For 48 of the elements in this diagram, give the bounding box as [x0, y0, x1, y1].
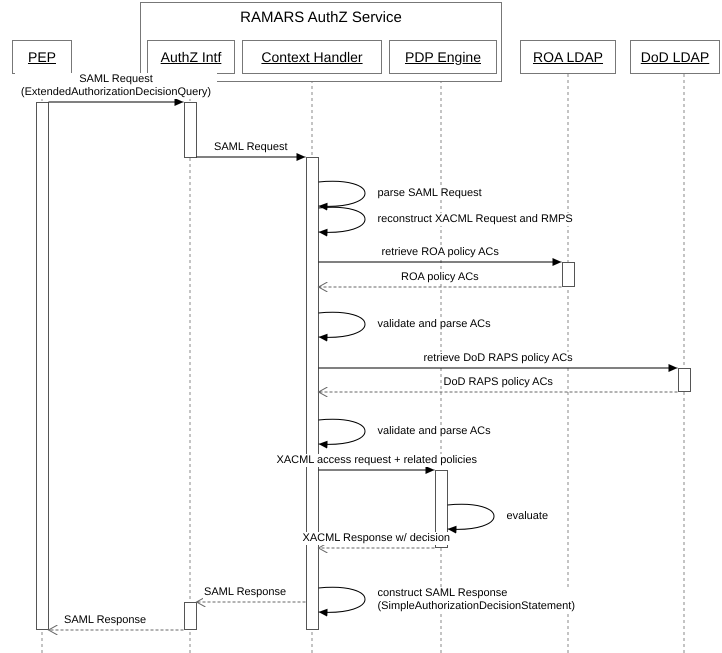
- participant-name: PDP Engine: [404, 48, 482, 67]
- message-arrow: [318, 258, 562, 266]
- return-arrow: [318, 282, 562, 292]
- participant-box: [520, 40, 616, 74]
- message-arrow: [318, 586, 366, 616]
- message-label: SAML Response: [203, 586, 288, 599]
- message-label: DoD RAPS policy ACs: [442, 376, 554, 389]
- message-label: parse SAML Request: [376, 187, 483, 200]
- message-arrow: [318, 206, 366, 236]
- message-label: retrieve ROA policy ACs: [380, 246, 500, 259]
- message-arrow: [318, 312, 366, 342]
- participant-box: [147, 40, 235, 74]
- message-arrow: [48, 98, 184, 106]
- message-label: XACML access request + related policies: [276, 454, 478, 467]
- return-arrow: [318, 542, 435, 554]
- activation-bar: [184, 102, 196, 158]
- message-arrow: [196, 153, 306, 161]
- frame-title: RAMARS AuthZ Service: [239, 9, 403, 26]
- message-label: retrieve DoD RAPS policy ACs: [422, 352, 574, 365]
- message-label: SAML Response: [63, 614, 148, 627]
- message-arrow: [318, 418, 366, 448]
- return-arrow: [196, 596, 306, 608]
- participant-name: AuthZ Intf: [160, 48, 222, 67]
- participant-name: DoD LDAP: [640, 48, 710, 67]
- message-label: SAML Request (ExtendedAuthorizationDecisionQuery): [15, 73, 217, 99]
- participant-name: Context Handler: [260, 48, 364, 67]
- message-arrow: [318, 364, 678, 372]
- message-arrow: [318, 180, 366, 210]
- activation-bar: [562, 262, 574, 287]
- message-label: validate and parse ACs: [376, 318, 492, 331]
- activation-bar: [678, 368, 690, 392]
- participant-box: [630, 40, 720, 74]
- participant-box: [242, 40, 382, 74]
- participant-name: PEP: [26, 48, 57, 67]
- participant-box: [389, 40, 497, 74]
- message-label: reconstruct XACML Request and RMPS: [376, 213, 574, 226]
- message-label: validate and parse ACs: [376, 425, 492, 438]
- return-arrow: [48, 624, 184, 636]
- participant-name: ROA LDAP: [532, 48, 604, 67]
- message-label: SAML Request: [213, 141, 289, 154]
- message-label: XACML Response w/ decision: [302, 532, 452, 545]
- activation-bar: [184, 602, 196, 630]
- message-arrow: [447, 504, 494, 534]
- return-arrow: [318, 386, 678, 398]
- message-label: ROA policy ACs: [400, 271, 480, 284]
- activation-bar: [36, 102, 48, 630]
- participant-box: [12, 40, 72, 74]
- message-arrow: [318, 466, 435, 474]
